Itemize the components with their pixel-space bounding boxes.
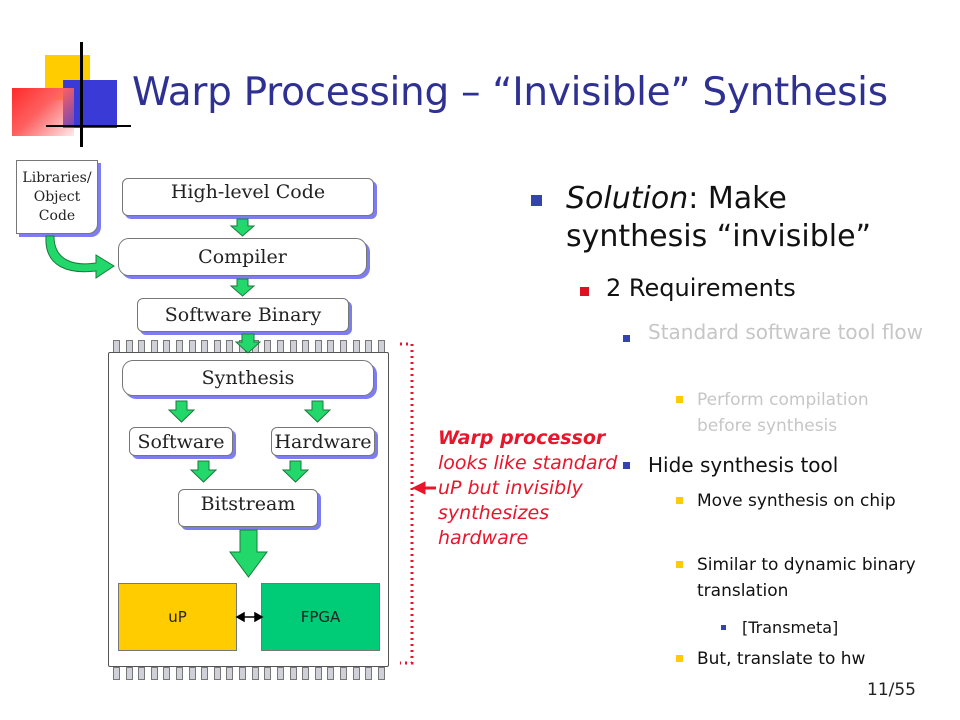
synthesis-to-hardware-arrow [303,400,332,423]
bullet-square-blue-tiny [721,625,726,630]
bullet-move-on-chip: Move synthesis on chip [697,491,896,511]
software-to-bitstream-arrow [189,460,218,483]
bullet-square-yellow-4 [676,655,683,662]
high-level-to-compiler-arrow [229,218,256,237]
logo-vertical-line [80,42,83,147]
bitstream-to-fpga-arrow [229,529,268,578]
bullet-similar-dbt: Similar to dynamic binary translation [697,555,916,601]
compiler-box: Compiler [118,238,367,276]
libraries-to-compiler-arrow [45,235,115,279]
bullet-square-blue-small-2 [623,462,630,469]
compiler-label: Compiler [198,246,287,268]
fpga-block: FPGA [261,583,380,651]
bullet-square-red [580,287,589,296]
up-fpga-link [235,611,264,623]
bullet-square-blue-small [623,335,630,342]
high-level-code-box: High-level Code [122,178,374,216]
fpga-label: FPGA [300,608,341,626]
binary-to-synthesis-arrow [234,333,262,354]
software-label: Software [137,430,225,453]
hardware-label: Hardware [274,430,372,453]
bullet-standard-flow: Standard software tool flow [648,320,924,344]
bitstream-label: Bitstream [200,493,296,515]
software-binary-box: Software Binary [137,298,349,332]
synthesis-box: Synthesis [122,360,374,396]
callout-bold: Warp processor [438,427,606,449]
hardware-box: Hardware [271,427,375,456]
page-number: 11/55 [867,680,916,700]
callout-rest: looks like standard uP but invisibly syn… [438,452,618,549]
software-binary-label: Software Binary [164,304,322,326]
bullet-translate-hw: But, translate to hw [697,649,866,669]
bullet-square-yellow-3 [676,561,683,568]
slide-title: Warp Processing – “Invisible” Synthesis [132,70,888,115]
solution-text: : Make synthesis “invisible” [566,181,872,254]
bitstream-box: Bitstream [178,489,318,527]
hardware-to-bitstream-arrow [281,460,310,483]
synthesis-label: Synthesis [201,367,295,389]
logo-horizontal-line [46,125,131,127]
bullet-transmeta: [Transmeta] [742,618,839,637]
solution-label: Solution [566,181,689,216]
libraries-object-code-box: Libraries/ Object Code [16,160,98,234]
bullet-hide-tool: Hide synthesis tool [648,453,839,477]
warp-processor-callout: Warp processor looks like standard uP bu… [438,426,628,551]
bullet-perform-compilation: Perform compilation before synthesis [697,390,869,436]
libraries-line: Libraries/ [22,169,92,186]
synthesis-to-software-arrow [167,400,196,423]
bullet-square-yellow [676,396,683,403]
callout-pointer-arrow [411,481,436,495]
bullet-requirements: 2 Requirements [606,274,796,302]
bullet-square-blue [531,195,542,206]
object-line: Object [33,188,81,205]
warp-processor-bracket [400,342,414,665]
code-line: Code [38,207,76,224]
chip-bottom-pins [113,667,385,680]
logo-red-square [12,88,74,136]
compiler-to-binary-arrow [229,278,256,297]
high-level-code-label: High-level Code [170,181,326,203]
software-box: Software [129,427,233,456]
bullet-square-yellow-2 [676,497,683,504]
bullet-solution: Solution: Make synthesis “invisible” [566,180,936,256]
up-block: uP [118,583,237,651]
up-label: uP [168,608,187,626]
